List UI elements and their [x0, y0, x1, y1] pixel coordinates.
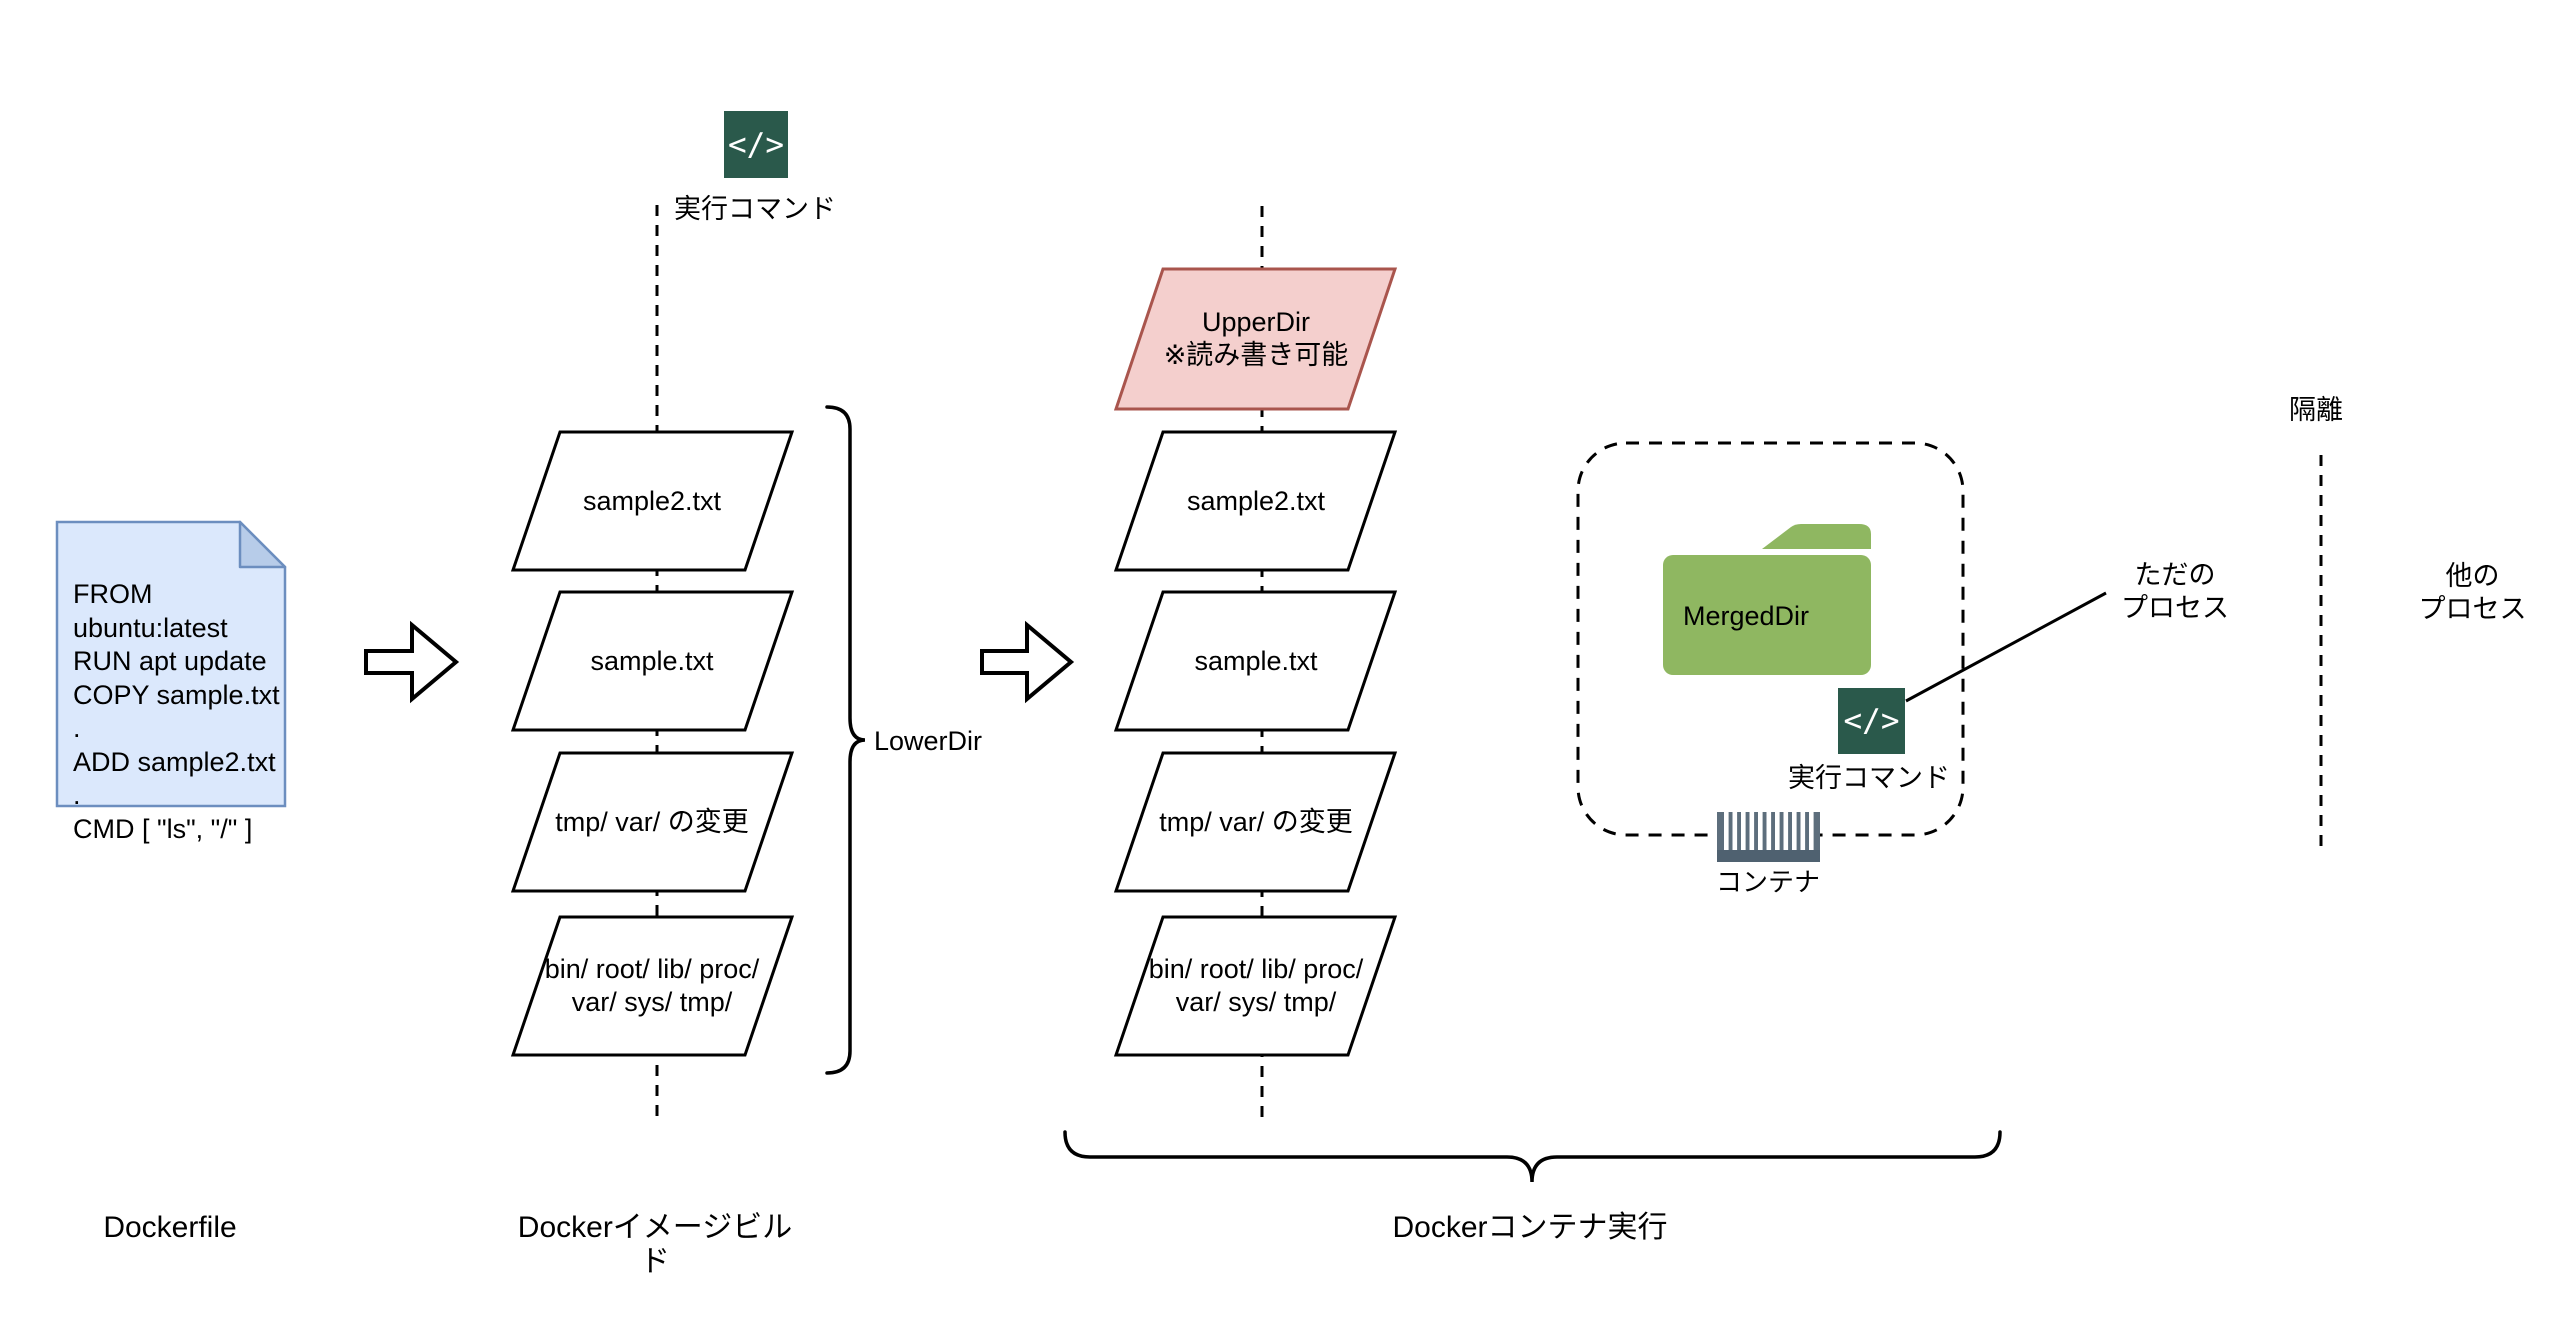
- run-layer-shape-base: [1113, 915, 1398, 1057]
- process-pointer-line: [1905, 591, 2107, 703]
- build-arrow-icon: [364, 620, 460, 704]
- run-layer-label: bin/ root/ lib/ proc/ var/ sys/ tmp/: [1148, 954, 1364, 1017]
- mergeddir-label: MergedDir: [1683, 601, 1810, 631]
- run-span-brace: [1063, 1130, 2002, 1183]
- container-icon-stripes: [1724, 812, 1814, 850]
- run-layer-shape-sample2: [1113, 430, 1398, 572]
- build-layer-shape-sample: [510, 590, 795, 732]
- run-layer-label: sample.txt: [1194, 646, 1318, 676]
- build-layer-label: sample.txt: [590, 646, 714, 676]
- code-glyph: </>: [728, 126, 784, 163]
- container-label: コンテナ: [1715, 867, 1820, 897]
- upperdir-label: UpperDir ※読み書き可能: [1163, 307, 1349, 370]
- upperdir-shape: [1113, 267, 1398, 411]
- lowerdir-brace: [825, 405, 866, 1075]
- build-layer-label: bin/ root/ lib/ proc/ var/ sys/ tmp/: [544, 954, 760, 1017]
- run-caption: Dockerコンテナ実行: [1392, 1211, 1668, 1244]
- build-layer-shape-tmpvar: [510, 751, 795, 893]
- build-layer-shape-sample2: [510, 430, 795, 572]
- container-icon-base-bar: [1717, 850, 1820, 862]
- isolation-label: 隔離: [2289, 395, 2343, 425]
- run-layer-shape-tmpvar: [1113, 751, 1398, 893]
- run-layer-label: sample2.txt: [1186, 486, 1326, 516]
- run-arrow-icon: [980, 620, 1075, 704]
- lowerdir-label: LowerDir: [874, 726, 983, 756]
- code-glyph: </>: [1843, 703, 1900, 739]
- dockerfile-caption: Dockerfile: [103, 1211, 237, 1244]
- build-layer-label: tmp/ var/ の変更: [555, 807, 749, 837]
- plain-process-note: ただの プロセス: [2121, 560, 2229, 623]
- folder-icon-tab: [1762, 524, 1871, 549]
- other-process-label: 他の プロセス: [2418, 561, 2527, 624]
- dockerfile-code: FROM ubuntu:latest RUN apt update COPY s…: [73, 579, 280, 844]
- exec-command-icon: </>: [724, 111, 788, 178]
- dockerfile-note-shape: [55, 520, 287, 808]
- exec-command-label-container: 実行コマンド: [1788, 763, 1950, 793]
- build-layer-label: sample2.txt: [582, 486, 722, 516]
- run-layer-shape-sample: [1113, 590, 1398, 732]
- build-caption: Dockerイメージビルド: [517, 1211, 793, 1278]
- exec-command-icon-container: </>: [1838, 688, 1905, 754]
- run-layer-label: tmp/ var/ の変更: [1159, 807, 1353, 837]
- exec-command-label: 実行コマンド: [674, 194, 836, 224]
- build-layer-shape-base: [510, 915, 795, 1057]
- folder-icon-body: [1663, 555, 1871, 675]
- dockerfile-note-fold-corner: [238, 520, 287, 569]
